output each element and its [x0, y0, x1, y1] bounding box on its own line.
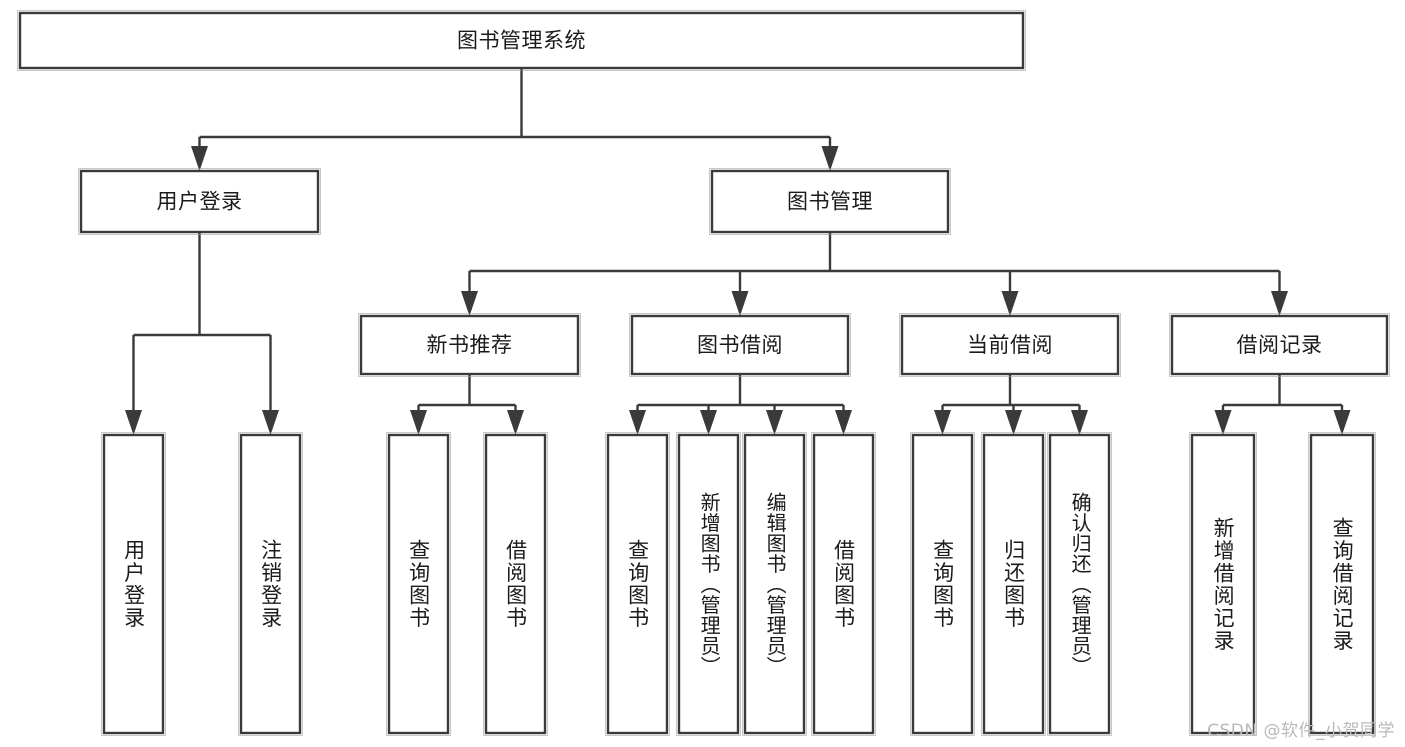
leaf-node-2-box[interactable]: [387, 433, 450, 735]
leaf-node-11-box[interactable]: [1190, 433, 1256, 735]
arrow-book-mgmt-to-current-borrow: [1001, 291, 1019, 316]
leaf-node-7-box-outline: [811, 432, 876, 736]
level3-node-2-box-outline: [899, 313, 1121, 377]
connector-group-root-to-level2: [191, 68, 839, 171]
arrow-book-mgmt-to-book-borrow: [731, 291, 749, 316]
level2-node-0-label: 用户登录: [157, 190, 243, 214]
arrow-book-borrow-to-leaf-2: [700, 410, 717, 435]
level3-node-2-box[interactable]: [900, 314, 1120, 376]
watermark-text: CSDN @软件_小贺同学: [1207, 721, 1395, 741]
level3-node-1-label: 图书借阅: [697, 333, 783, 357]
level3-node-0-box-outline: [358, 313, 581, 377]
arrow-current-borrow-to-leaf-2: [1005, 410, 1022, 435]
level3-node-0-label: 新书推荐: [427, 333, 513, 357]
leaf-node-8-box[interactable]: [911, 433, 974, 735]
leaf-node-2-box-outline: [386, 432, 451, 736]
level2-node-1-box[interactable]: [710, 169, 950, 234]
arrow-new-book-to-leaf-2: [507, 410, 524, 435]
leaf-node-0-box[interactable]: [102, 433, 165, 735]
arrow-borrow-record-to-leaf-1: [1214, 410, 1232, 435]
root-node-box-outline: [17, 10, 1026, 71]
leaf-node-1-box-outline: [238, 432, 303, 736]
level3-node-3-label: 借阅记录: [1237, 333, 1323, 357]
level2-node-0-box[interactable]: [79, 169, 320, 234]
arrow-book-borrow-to-leaf-3: [766, 410, 783, 435]
leaf-node-10-box-outline: [1047, 432, 1112, 736]
connector-group-user-login-to-leaves: [125, 232, 279, 435]
leaf-node-5-box-outline: [676, 432, 741, 736]
arrow-current-borrow-to-leaf-3: [1071, 410, 1088, 435]
level3-node-3-box-outline: [1169, 313, 1390, 377]
leaf-node-12-box[interactable]: [1309, 433, 1375, 735]
arrow-new-book-to-leaf-1: [410, 410, 427, 435]
level3-node-1-box-outline: [629, 313, 851, 377]
arrow-root-to-book-mgmt: [821, 146, 839, 171]
root-node-box[interactable]: [18, 11, 1025, 70]
arrow-borrow-record-to-leaf-2: [1333, 410, 1351, 435]
leaf-node-6-box-outline: [742, 432, 807, 736]
arrow-user-login-to-leaf-2: [262, 410, 279, 435]
arrow-book-borrow-to-leaf-1: [629, 410, 646, 435]
level2-node-0-box-outline: [78, 168, 321, 235]
leaf-node-4-box-outline: [605, 432, 670, 736]
leaf-node-4-box[interactable]: [606, 433, 669, 735]
level2-node-1-label: 图书管理: [787, 190, 873, 214]
arrow-root-to-user-login: [191, 146, 208, 171]
arrow-book-borrow-to-leaf-4: [835, 410, 852, 435]
level3-node-2-label: 当前借阅: [967, 333, 1053, 357]
connector-group-current-borrow-to-leaves: [934, 374, 1088, 435]
leaf-node-3-box-outline: [483, 432, 548, 736]
leaf-node-3-box[interactable]: [484, 433, 547, 735]
arrow-user-login-to-leaf-1: [125, 410, 142, 435]
leaf-node-12-box-outline: [1308, 432, 1376, 736]
leaf-node-7-box[interactable]: [812, 433, 875, 735]
node-boxes-layer: [17, 10, 1390, 736]
arrow-book-mgmt-to-borrow-record: [1271, 291, 1288, 316]
level3-node-0-box[interactable]: [359, 314, 580, 376]
level3-node-1-box[interactable]: [630, 314, 850, 376]
leaf-node-10-box[interactable]: [1048, 433, 1111, 735]
leaf-node-9-box[interactable]: [982, 433, 1045, 735]
level2-node-1-box-outline: [709, 168, 951, 235]
leaf-node-6-box[interactable]: [743, 433, 806, 735]
leaf-node-11-box-outline: [1189, 432, 1257, 736]
connector-group-new-book-to-leaves: [410, 374, 524, 435]
leaf-node-0-box-outline: [101, 432, 166, 736]
connector-group-book-mgmt-to-level3: [461, 232, 1288, 316]
connector-group-book-borrow-to-leaves: [629, 374, 852, 435]
connector-group-borrow-record-to-leaves: [1214, 374, 1351, 435]
leaf-node-9-box-outline: [981, 432, 1046, 736]
leaf-node-8-box-outline: [910, 432, 975, 736]
level3-node-3-box[interactable]: [1170, 314, 1389, 376]
leaf-node-1-box[interactable]: [239, 433, 302, 735]
arrow-book-mgmt-to-new-book: [461, 291, 478, 316]
arrow-current-borrow-to-leaf-1: [934, 410, 951, 435]
leaf-node-5-box[interactable]: [677, 433, 740, 735]
root-node-label: 图书管理系统: [457, 29, 586, 53]
